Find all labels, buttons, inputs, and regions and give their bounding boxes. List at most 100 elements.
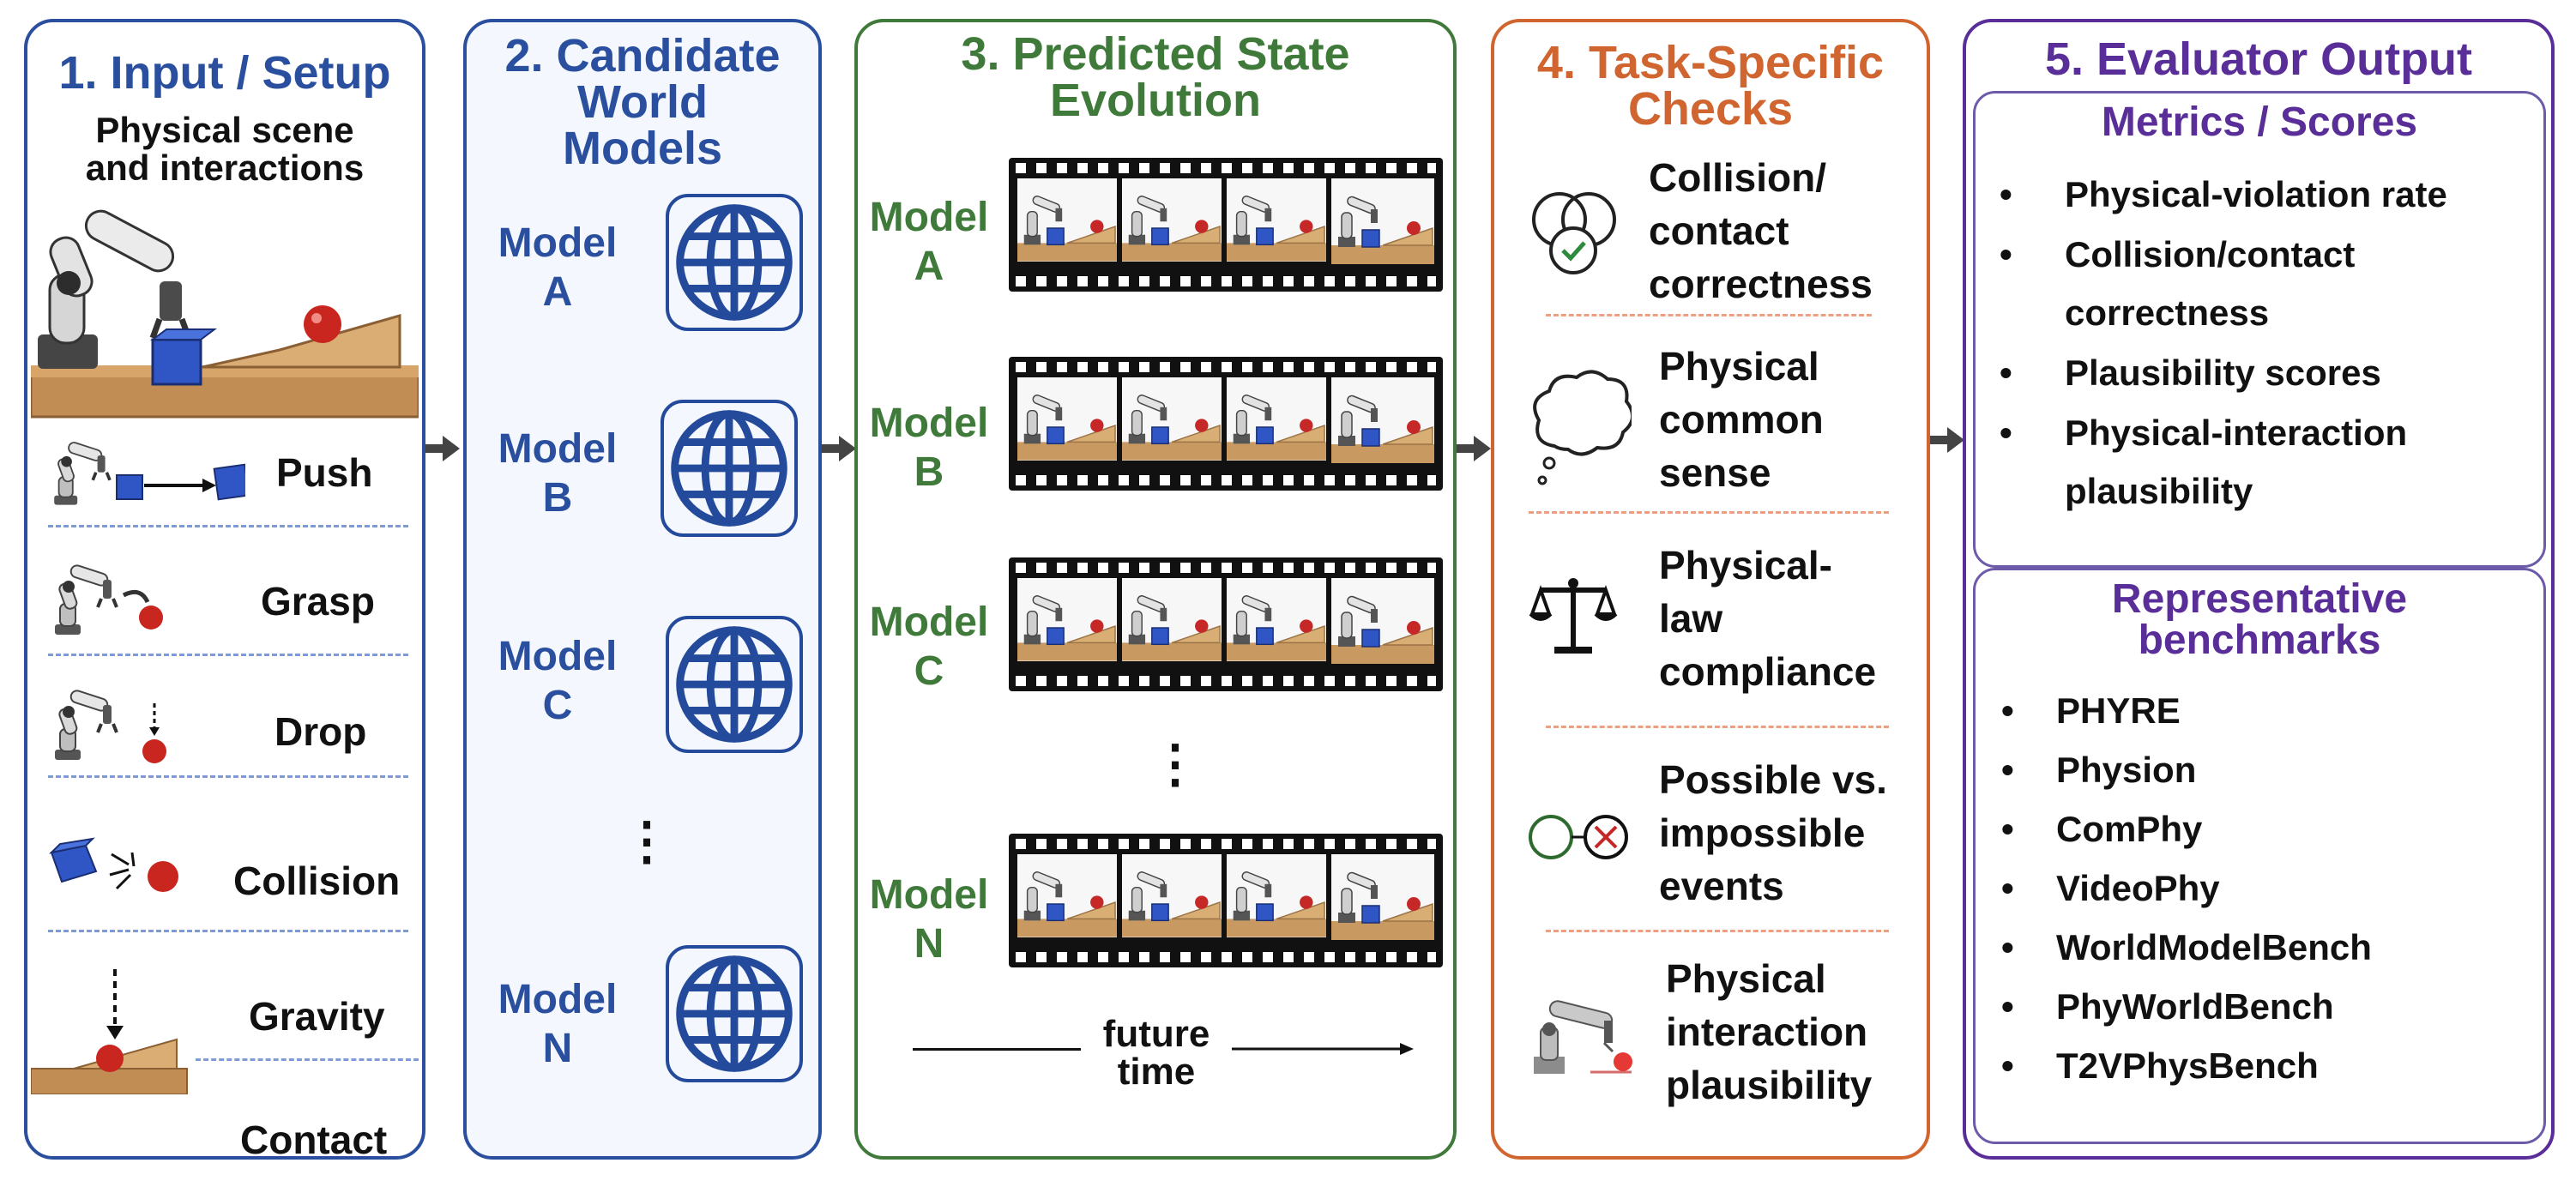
panel-candidate-models: 2. Candidate World Models Model A Model … — [463, 19, 822, 1160]
interaction-collision: Collision — [233, 859, 401, 903]
model-label-n: Model N — [498, 977, 618, 1071]
frame — [1017, 377, 1117, 461]
panel-task-checks: 4. Task-Specific Checks Collision/ conta… — [1491, 19, 1930, 1160]
time-line-left — [913, 1048, 1081, 1051]
metric-item: Collision/contact correctness — [1993, 226, 2525, 342]
globe-icon — [669, 949, 799, 1079]
panel-subtitle: Physical scene and interactions — [85, 110, 365, 189]
divider — [48, 525, 408, 527]
model-label-a: Model A — [498, 220, 618, 315]
divider — [48, 930, 408, 932]
divider — [1546, 930, 1889, 932]
metrics-list: Physical-violation rateCollision/contact… — [1993, 166, 2525, 522]
divider — [1546, 314, 1872, 316]
frame — [1331, 178, 1434, 264]
interaction-gravity: Gravity — [249, 994, 385, 1039]
panel-input-setup: 1. Input / Setup Physical scene and inte… — [24, 19, 425, 1162]
frame — [1122, 854, 1222, 937]
metrics-box: Metrics / Scores Physical-violation rate… — [1973, 91, 2546, 568]
model-c-card[interactable] — [666, 616, 803, 753]
metrics-title: Metrics / Scores — [2101, 99, 2418, 145]
divider — [48, 775, 408, 778]
flow-arrow — [822, 436, 856, 461]
model-label-a: Model A — [869, 195, 989, 289]
metric-item: Physical-interaction plausibility — [1993, 404, 2525, 521]
frame — [1122, 578, 1222, 661]
frame — [1227, 854, 1326, 937]
check-label-physical-law: Physical- law compliance — [1659, 543, 1877, 695]
panel-evaluator-output: 5. Evaluator Output Metrics / Scores Phy… — [1963, 19, 2555, 1160]
frame — [1331, 377, 1434, 463]
ellipsis: ⋮ — [1149, 735, 1201, 792]
globe-icon — [669, 197, 799, 328]
divider — [1529, 511, 1889, 514]
check-label-collision: Collision/ contact correctness — [1649, 155, 1873, 307]
possible-impossible-icon — [1529, 815, 1628, 859]
flow-arrow — [425, 436, 460, 461]
time-arrow — [1232, 1043, 1414, 1055]
thought-cloud-icon — [1533, 370, 1632, 485]
frame — [1227, 578, 1326, 661]
benchmark-item: ComPhy — [2001, 800, 2516, 859]
interaction-push: Push — [276, 450, 373, 495]
interaction-drop: Drop — [274, 709, 367, 754]
frame — [1227, 377, 1326, 461]
panel-predicted-evolution: 3. Predicted State Evolution Model A Mod… — [854, 19, 1457, 1160]
benchmark-item: PHYRE — [2001, 682, 2516, 740]
benchmarks-box: Representative benchmarks PHYREPhysionCo… — [1973, 568, 2546, 1144]
frame — [1331, 854, 1434, 940]
model-a-card[interactable] — [666, 194, 803, 331]
model-label-n: Model N — [869, 872, 989, 967]
model-n-card[interactable] — [666, 945, 803, 1082]
check-label-common-sense: Physical common sense — [1659, 344, 1824, 496]
ellipsis: ⋮ — [621, 812, 673, 870]
model-label-c: Model C — [498, 634, 618, 728]
metric-item: Physical-violation rate — [1993, 166, 2525, 224]
benchmarks-title: Representative benchmarks — [2111, 576, 2408, 663]
divider — [48, 654, 408, 656]
frame — [1017, 578, 1117, 661]
benchmarks-list: PHYREPhysionComPhyVideoPhyWorldModelBenc… — [2001, 682, 2516, 1096]
check-label-interaction-plausibility: Physical interaction plausibility — [1666, 956, 1873, 1108]
flow-arrow — [1457, 436, 1491, 461]
benchmark-item: Physion — [2001, 741, 2516, 799]
frame — [1227, 178, 1326, 262]
panel-title: 2. Candidate World Models — [504, 30, 781, 174]
divider — [1546, 726, 1889, 728]
panel-title: 4. Task-Specific Checks — [1536, 37, 1885, 135]
model-label-b: Model B — [498, 426, 618, 521]
collision-icon — [48, 837, 178, 892]
benchmark-item: WorldModelBench — [2001, 919, 2516, 977]
globe-icon — [669, 619, 799, 750]
filmstrip-c — [1009, 557, 1443, 691]
interaction-grasp: Grasp — [261, 579, 375, 624]
filmstrip-b — [1009, 357, 1443, 491]
scene-illustration — [31, 209, 419, 419]
model-label-b: Model B — [869, 401, 989, 495]
panel-title: 3. Predicted State Evolution — [961, 28, 1350, 126]
benchmark-item: T2VPhysBench — [2001, 1037, 2516, 1095]
interaction-contact: Contact — [240, 1118, 388, 1162]
model-label-c: Model C — [869, 600, 989, 694]
filmstrip-a — [1009, 158, 1443, 292]
model-b-card[interactable] — [661, 400, 798, 537]
frame — [1122, 178, 1222, 262]
balance-scale-icon — [1529, 578, 1618, 654]
globe-icon — [664, 403, 794, 533]
panel-title: 5. Evaluator Output — [2044, 33, 2473, 85]
filmstrip-n — [1009, 834, 1443, 967]
frame — [1017, 178, 1117, 262]
drop-icon — [53, 687, 166, 763]
venn-check-icon — [1532, 192, 1616, 274]
frame — [1017, 854, 1117, 937]
robot-arm-icon — [1534, 1000, 1632, 1074]
grasp-icon — [53, 562, 163, 636]
divider-contact — [196, 1058, 419, 1061]
frame — [1331, 578, 1434, 664]
push-icon — [52, 439, 245, 507]
frame — [1122, 377, 1222, 461]
benchmark-item: PhyWorldBench — [2001, 978, 2516, 1036]
benchmark-item: VideoPhy — [2001, 859, 2516, 918]
check-label-possible-impossible: Possible vs. impossible events — [1659, 757, 1887, 909]
flow-arrow — [1930, 427, 1964, 453]
